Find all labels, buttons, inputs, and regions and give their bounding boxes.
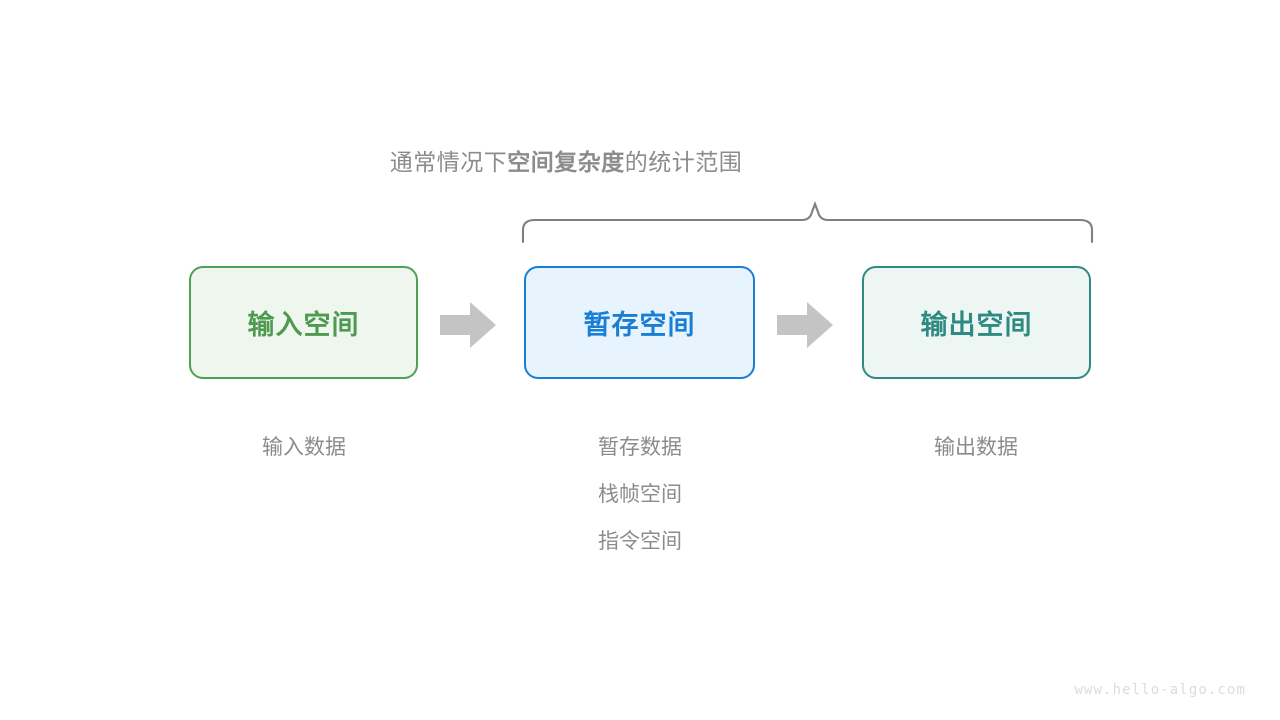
watermark: www.hello-algo.com: [1074, 682, 1246, 698]
scope-caption-suffix: 的统计范围: [624, 149, 743, 175]
caption-item: 暂存数据: [598, 436, 682, 459]
caption-item: 栈帧空间: [598, 483, 682, 506]
box-temp-space[interactable]: 暂存空间: [524, 266, 755, 379]
caption-item: 输入数据: [262, 436, 346, 459]
caption-column-temp: 暂存数据 栈帧空间 指令空间: [520, 424, 760, 565]
box-output-space-label: 输出空间: [920, 310, 1033, 340]
scope-caption: 通常情况下空间复杂度的统计范围: [0, 146, 1280, 178]
caption-column-output: 输出数据: [856, 424, 1096, 471]
scope-brace: [515, 196, 1100, 252]
caption-column-input: 输入数据: [184, 424, 424, 471]
caption-item: 指令空间: [598, 530, 682, 553]
box-input-space-label: 输入空间: [247, 310, 360, 340]
scope-caption-prefix: 通常情况下: [389, 149, 508, 175]
caption-item: 输出数据: [934, 436, 1018, 459]
arrow-right-icon-2: [777, 302, 833, 348]
box-temp-space-label: 暂存空间: [583, 310, 696, 340]
box-output-space[interactable]: 输出空间: [862, 266, 1091, 379]
scope-caption-emphasis: 空间复杂度: [507, 149, 625, 175]
arrow-right-icon-1: [440, 302, 496, 348]
box-input-space[interactable]: 输入空间: [189, 266, 418, 379]
